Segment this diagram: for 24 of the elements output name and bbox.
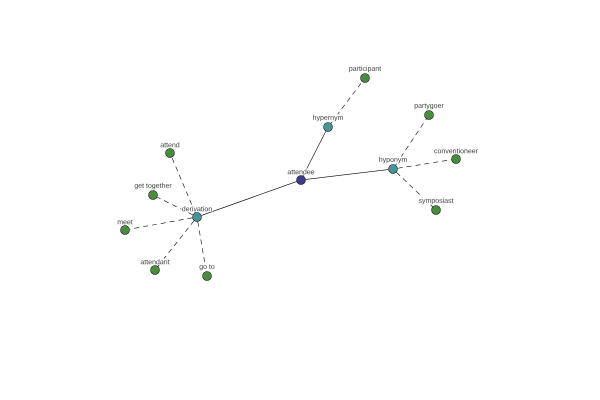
leaf-dot (165, 148, 175, 158)
connector-line (396, 172, 433, 208)
connector-line (156, 196, 194, 216)
connector-line (158, 220, 194, 267)
leaf-dot (148, 190, 158, 200)
connector-line (395, 118, 427, 166)
connector-line (172, 157, 196, 213)
leaf-dot (120, 225, 130, 235)
leaf-dot (360, 73, 370, 83)
connector-line (302, 130, 326, 176)
connector-line (305, 169, 389, 180)
leaf-dot (451, 154, 461, 164)
center-dot (296, 175, 306, 185)
group-dot (388, 164, 398, 174)
group-dot (323, 122, 333, 132)
connector-line (330, 82, 362, 124)
connector-line (201, 181, 297, 216)
connector-line (129, 218, 193, 230)
leaf-dot (431, 205, 441, 215)
leaf-dot (202, 271, 212, 281)
connector-line (397, 159, 452, 169)
leaf-dot (150, 265, 160, 275)
group-dot (192, 212, 202, 222)
leaf-dot (424, 110, 434, 120)
